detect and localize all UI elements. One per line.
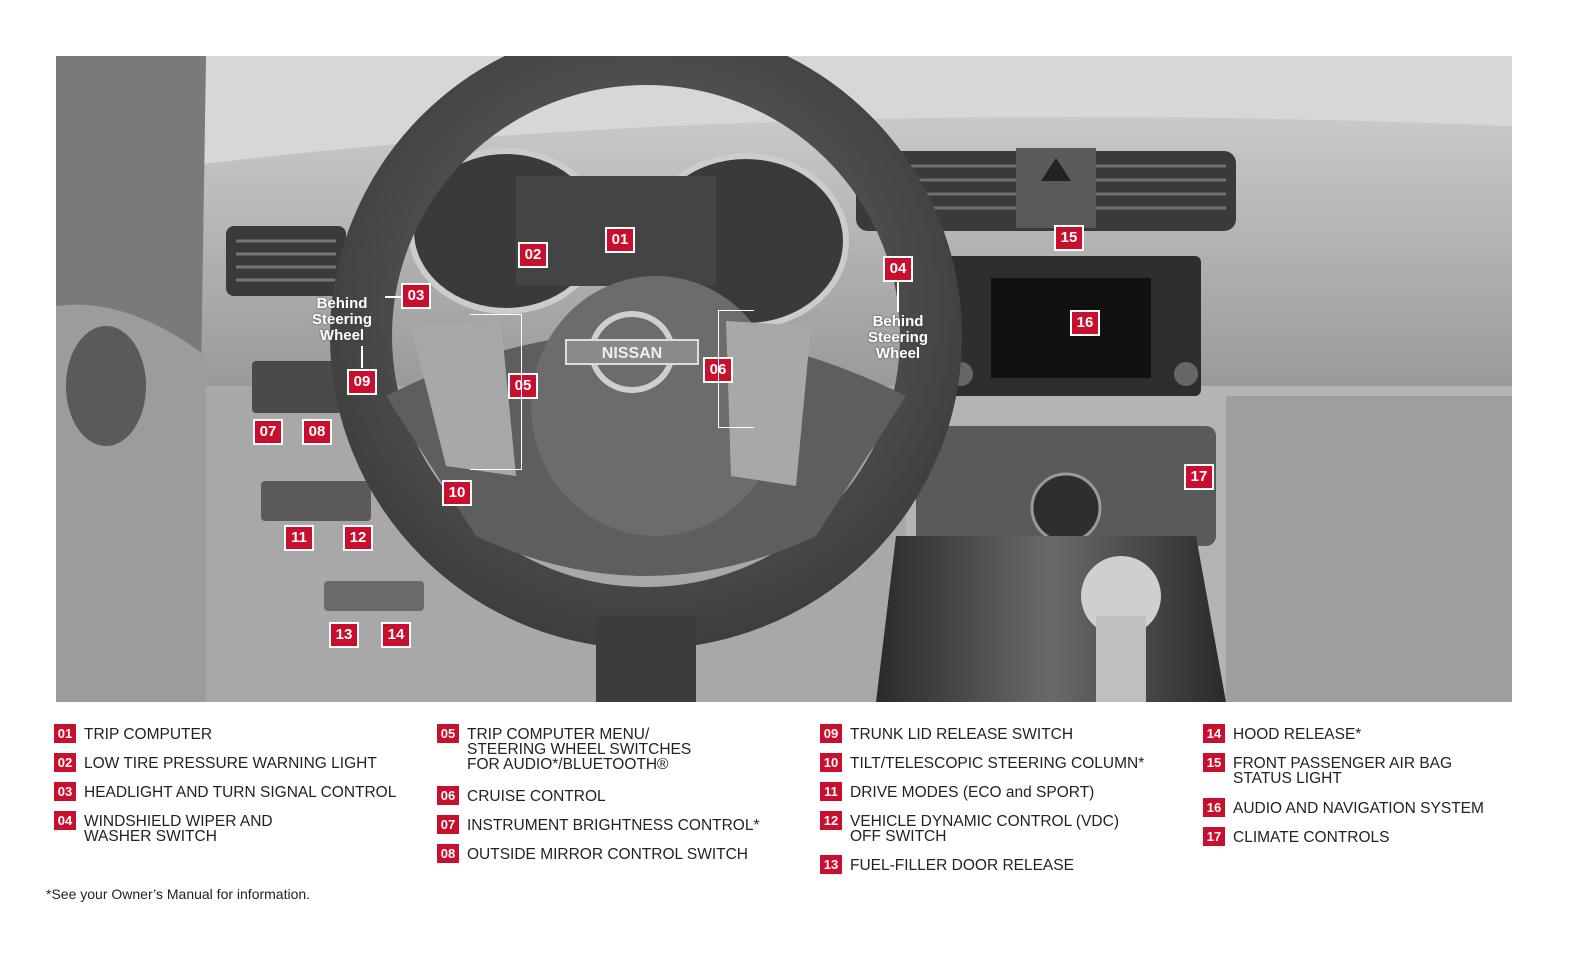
legend-text: LOW TIRE PRESSURE WARNING LIGHT <box>84 755 377 772</box>
legend-item-17: 17 CLIMATE CONTROLS <box>1203 827 1389 846</box>
legend-text: CLIMATE CONTROLS <box>1233 829 1390 846</box>
callout-04: 04 <box>883 256 913 282</box>
legend-num: 03 <box>54 782 76 801</box>
legend-text: VEHICLE DYNAMIC CONTROL (VDC) OFF SWITCH <box>850 813 1119 845</box>
legend-num: 06 <box>437 786 459 805</box>
legend-num: 10 <box>820 753 842 772</box>
legend-num: 09 <box>820 724 842 743</box>
leader-line-09 <box>361 346 363 368</box>
callout-08: 08 <box>302 419 332 445</box>
legend-text: TRIP COMPUTER MENU/ STEERING WHEEL SWITC… <box>467 726 692 773</box>
legend-item-16: 16 AUDIO AND NAVIGATION SYSTEM <box>1203 798 1484 817</box>
leader-line-04 <box>897 282 899 312</box>
legend-num: 13 <box>820 855 842 874</box>
behind-steering-wheel-label-right: Behind Steering Wheel <box>867 313 928 362</box>
legend-item-09: 09 TRUNK LID RELEASE SWITCH <box>820 724 1073 743</box>
legend-num: 07 <box>437 815 459 834</box>
legend-item-01: 01 TRIP COMPUTER <box>54 724 212 743</box>
bracket-05 <box>470 314 522 470</box>
callout-11: 11 <box>284 525 314 551</box>
leader-line-03 <box>385 296 401 298</box>
nissan-logo-text: NISSAN <box>602 345 662 362</box>
legend-text: OUTSIDE MIRROR CONTROL SWITCH <box>467 846 749 863</box>
legend-text: INSTRUMENT BRIGHTNESS CONTROL* <box>467 817 760 834</box>
legend-item-04: 04 WINDSHIELD WIPER AND WASHER SWITCH <box>54 811 273 844</box>
legend-num: 01 <box>54 724 76 743</box>
legend-text: DRIVE MODES (ECO and SPORT) <box>850 784 1095 801</box>
callout-14: 14 <box>381 622 411 648</box>
callout-09: 09 <box>347 369 377 395</box>
legend-text: TILT/TELESCOPIC STEERING COLUMN* <box>850 755 1145 772</box>
legend-num: 14 <box>1203 724 1225 743</box>
legend-text: TRUNK LID RELEASE SWITCH <box>850 726 1074 743</box>
legend-text: TRIP COMPUTER <box>84 726 213 743</box>
legend-num: 02 <box>54 753 76 772</box>
legend-item-14: 14 HOOD RELEASE* <box>1203 724 1361 743</box>
callout-01: 01 <box>605 227 635 253</box>
callout-15: 15 <box>1054 225 1084 251</box>
callout-07: 07 <box>253 419 283 445</box>
callout-10: 10 <box>442 480 472 506</box>
legend-item-05: 05 TRIP COMPUTER MENU/ STEERING WHEEL SW… <box>437 724 691 772</box>
legend-item-08: 08 OUTSIDE MIRROR CONTROL SWITCH <box>437 844 748 863</box>
legend-num: 04 <box>54 811 76 830</box>
bracket-06 <box>718 310 754 428</box>
callout-05: 05 <box>508 373 538 399</box>
legend-item-07: 07 INSTRUMENT BRIGHTNESS CONTROL* <box>437 815 760 834</box>
legend-item-13: 13 FUEL-FILLER DOOR RELEASE <box>820 855 1074 874</box>
legend-item-02: 02 LOW TIRE PRESSURE WARNING LIGHT <box>54 753 377 772</box>
legend-text: HEADLIGHT AND TURN SIGNAL CONTROL <box>84 784 397 801</box>
behind-steering-wheel-label-left: Behind Steering Wheel <box>311 295 372 344</box>
callout-16: 16 <box>1070 310 1100 336</box>
legend-item-12: 12 VEHICLE DYNAMIC CONTROL (VDC) OFF SWI… <box>820 811 1119 844</box>
dashboard-photo: NISSAN <box>56 56 1512 702</box>
legend-text: AUDIO AND NAVIGATION SYSTEM <box>1233 800 1484 817</box>
legend-item-15: 15 FRONT PASSENGER AIR BAG STATUS LIGHT <box>1203 753 1452 786</box>
callout-03: 03 <box>401 283 431 309</box>
legend-num: 12 <box>820 811 842 830</box>
legend-num: 17 <box>1203 827 1225 846</box>
callout-12: 12 <box>343 525 373 551</box>
legend-num: 08 <box>437 844 459 863</box>
legend-text: HOOD RELEASE* <box>1233 726 1362 743</box>
callout-17: 17 <box>1184 464 1214 490</box>
footnote: *See your Owner’s Manual for information… <box>46 886 311 902</box>
legend-text: FRONT PASSENGER AIR BAG STATUS LIGHT <box>1233 755 1453 787</box>
legend-item-10: 10 TILT/TELESCOPIC STEERING COLUMN* <box>820 753 1144 772</box>
legend-text: FUEL-FILLER DOOR RELEASE <box>850 857 1074 874</box>
legend-num: 05 <box>437 724 459 743</box>
legend-text: CRUISE CONTROL <box>467 788 606 805</box>
legend-item-06: 06 CRUISE CONTROL <box>437 786 606 805</box>
callout-13: 13 <box>329 622 359 648</box>
legend-num: 11 <box>820 782 842 801</box>
legend-num: 15 <box>1203 753 1225 772</box>
legend-text: WINDSHIELD WIPER AND WASHER SWITCH <box>84 813 273 845</box>
callout-02: 02 <box>518 242 548 268</box>
legend-item-03: 03 HEADLIGHT AND TURN SIGNAL CONTROL <box>54 782 396 801</box>
legend-item-11: 11 DRIVE MODES (ECO and SPORT) <box>820 782 1094 801</box>
legend-num: 16 <box>1203 798 1225 817</box>
dashboard-illustration: NISSAN <box>56 56 1512 702</box>
